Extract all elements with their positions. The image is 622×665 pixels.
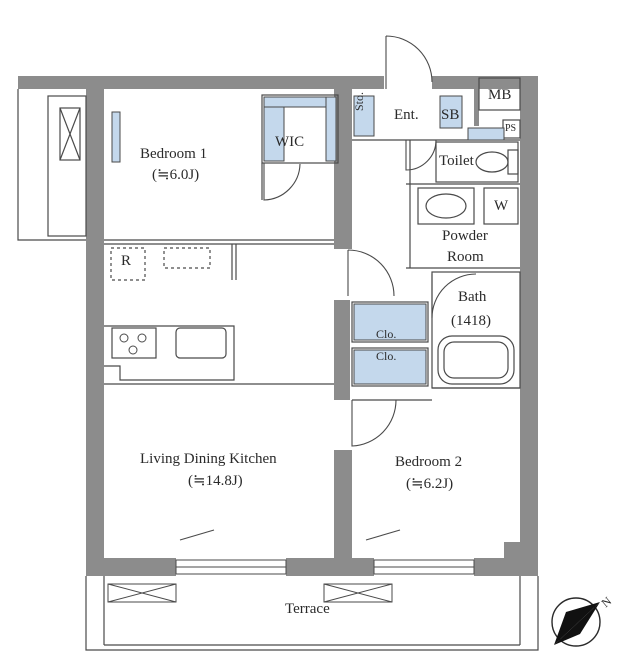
ldk-name: Living Dining Kitchen bbox=[140, 451, 277, 467]
closet-upper-label: Clo. bbox=[376, 327, 397, 341]
closet-lower-label: Clo. bbox=[376, 349, 397, 363]
interior-walls bbox=[17, 77, 539, 651]
exterior-walls bbox=[18, 76, 538, 576]
terrace-label: Terrace bbox=[285, 601, 330, 617]
powder-room-name: Powder bbox=[442, 228, 488, 244]
toilet-label: Toilet bbox=[439, 153, 474, 169]
entrance-label: Ent. bbox=[394, 107, 419, 123]
storage-label: Sto. bbox=[352, 91, 366, 111]
pipe-space-label: PS bbox=[505, 123, 517, 134]
ac-units bbox=[107, 583, 393, 603]
washer-label: W bbox=[494, 198, 509, 214]
bedroom2-size: (≒6.2J) bbox=[406, 476, 454, 492]
door-swings bbox=[179, 35, 477, 541]
powder-room-name2: Room bbox=[447, 249, 484, 265]
ldk-size: (≒14.8J) bbox=[188, 473, 243, 489]
storage-fills bbox=[111, 95, 505, 385]
windows bbox=[175, 559, 475, 575]
meter-box-label: MB bbox=[488, 87, 512, 103]
bedroom2-name: Bedroom 2 bbox=[395, 454, 463, 470]
bath-name: Bath bbox=[458, 289, 487, 305]
north-arrow-icon bbox=[551, 597, 601, 647]
wic-label: WIC bbox=[275, 134, 305, 150]
bedroom1-size: (≒6.0J) bbox=[152, 167, 200, 183]
refrigerator-label: R bbox=[121, 253, 132, 269]
bedroom1-name: Bedroom 1 bbox=[140, 146, 208, 162]
stove-icon bbox=[119, 333, 147, 355]
bath-size: (1418) bbox=[451, 313, 491, 329]
shoe-box-label: SB bbox=[441, 107, 460, 123]
